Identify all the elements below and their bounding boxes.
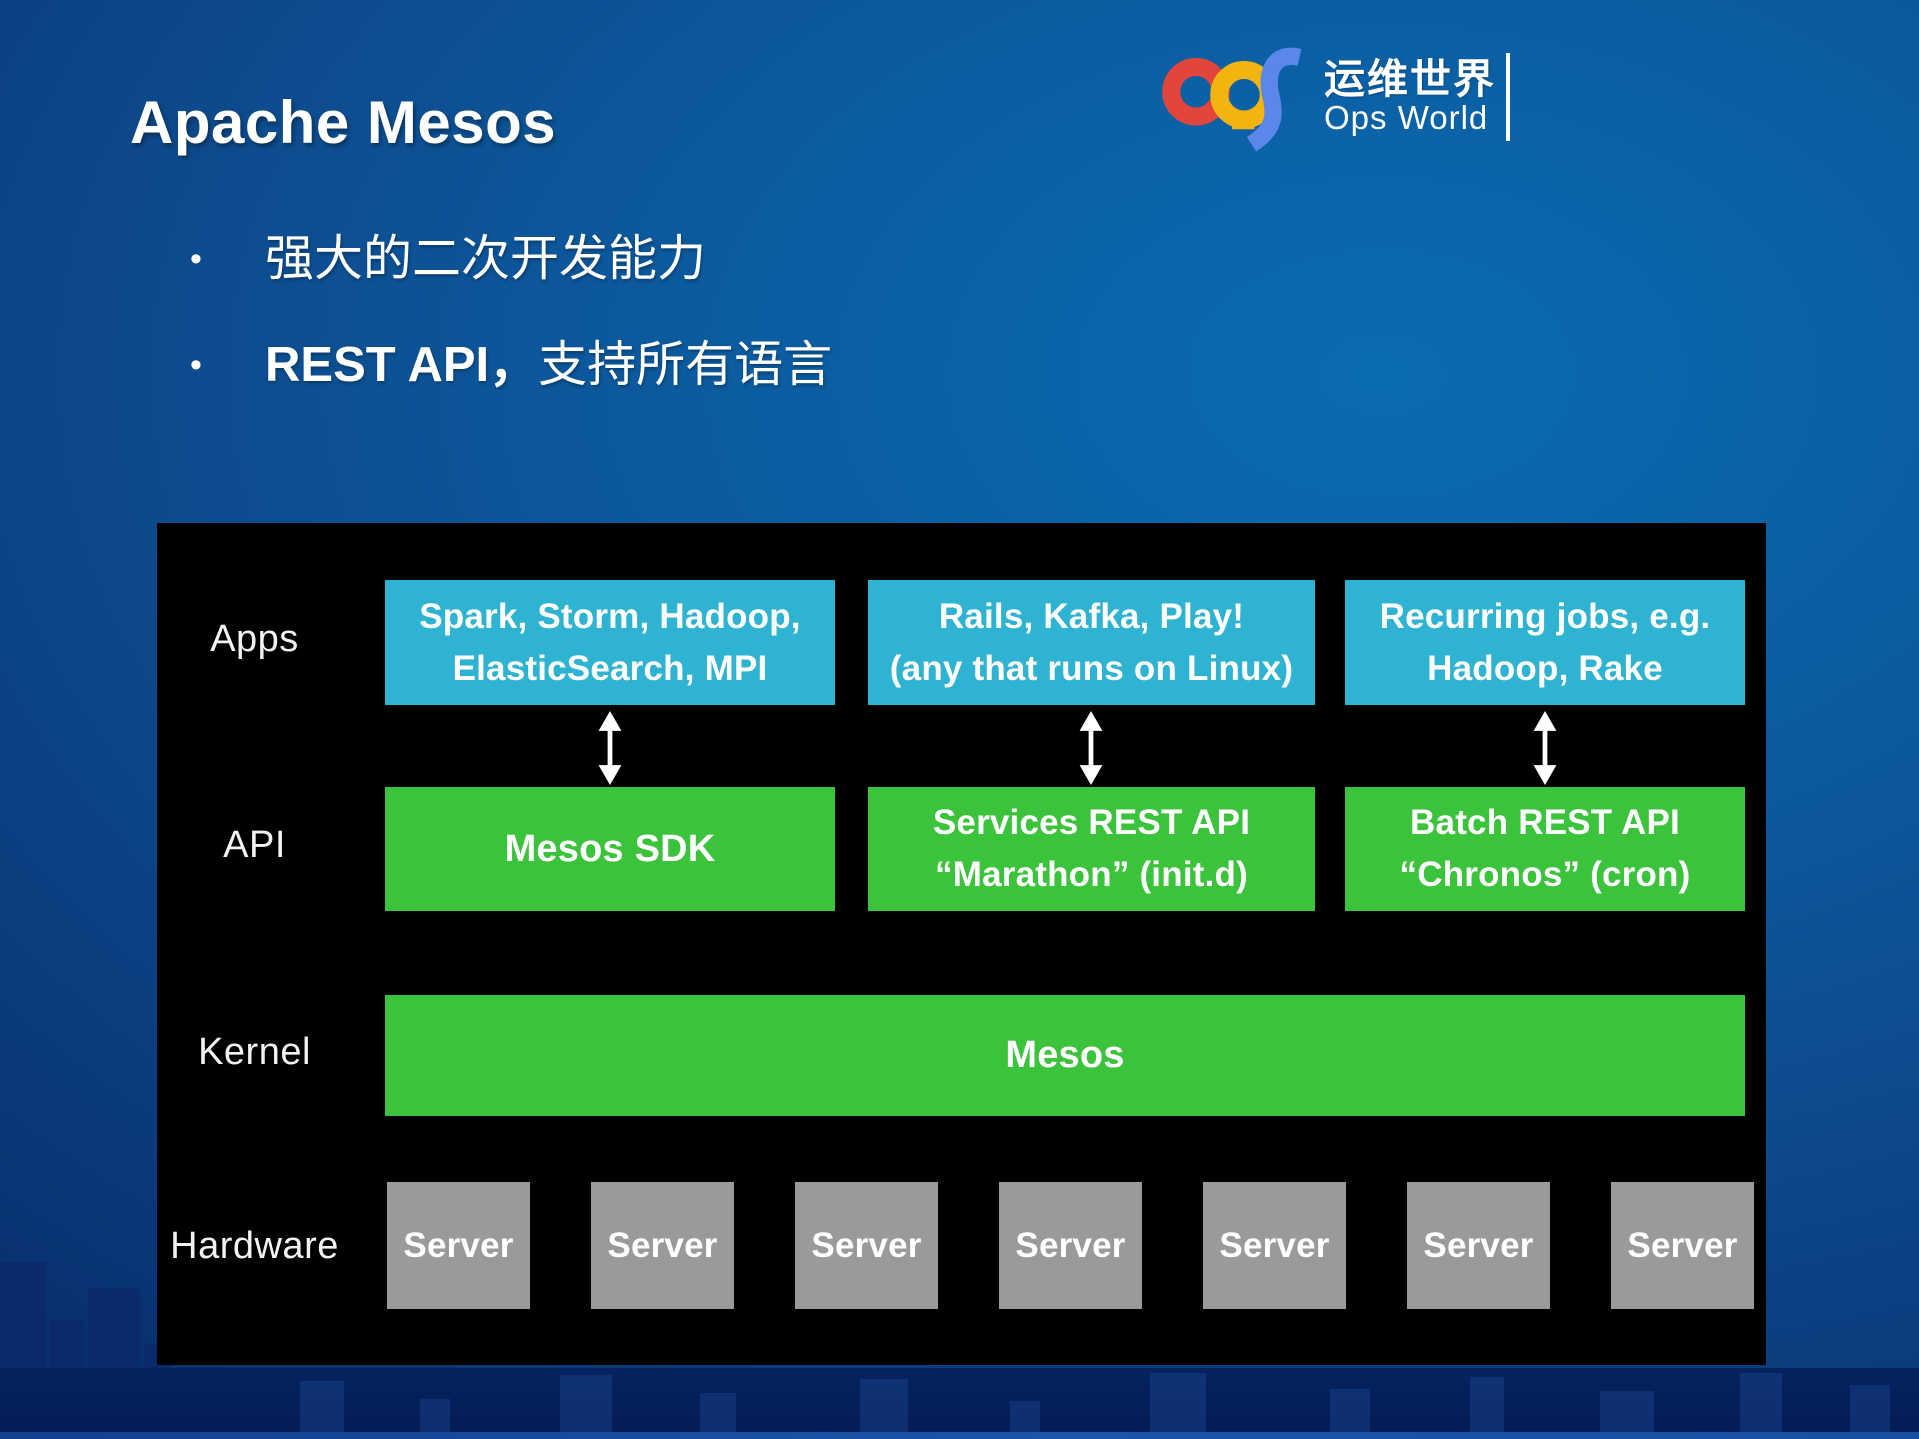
api-box-chronos: Batch REST API “Chronos” (cron) bbox=[1345, 787, 1745, 911]
api-box-line1: Mesos SDK bbox=[504, 827, 716, 870]
ops-world-logo: 运维世界 Ops World bbox=[1160, 38, 1510, 156]
apps-box-services: Rails, Kafka, Play! (any that runs on Li… bbox=[868, 580, 1315, 705]
api-box-line2: “Chronos” (cron) bbox=[1399, 855, 1691, 894]
row-label-apps: Apps bbox=[210, 618, 299, 660]
page-title: Apache Mesos bbox=[130, 89, 557, 156]
server-box: Server bbox=[1407, 1182, 1550, 1309]
logo-vertical-bar bbox=[1506, 53, 1510, 141]
api-box-marathon: Services REST API “Marathon” (init.d) bbox=[868, 787, 1315, 911]
server-label: Server bbox=[607, 1225, 718, 1265]
apps-box-line1: Spark, Storm, Hadoop, bbox=[419, 596, 801, 636]
apps-box-line2: (any that runs on Linux) bbox=[889, 648, 1294, 688]
server-box: Server bbox=[795, 1182, 938, 1309]
server-label: Server bbox=[403, 1225, 514, 1265]
bullet-text-cn: 支持所有语言 bbox=[538, 336, 833, 393]
bullet-text-latin: REST API， bbox=[265, 338, 539, 392]
bullet-text: 强大的二次开发能力 bbox=[265, 228, 706, 290]
bullet-marker: • bbox=[190, 240, 202, 278]
server-label: Server bbox=[811, 1225, 922, 1265]
up-down-arrow-icon bbox=[598, 710, 622, 786]
bullet-text-cn: 强大的二次开发能力 bbox=[265, 230, 707, 287]
logo-text: 运维世界 Ops World bbox=[1324, 58, 1496, 136]
mesos-architecture-diagram: Apps API Kernel Hardware Spark, Storm, H… bbox=[157, 523, 1766, 1365]
apps-box-frameworks: Spark, Storm, Hadoop, ElasticSearch, MPI bbox=[385, 580, 835, 705]
up-down-arrow-icon bbox=[1079, 710, 1103, 786]
apps-box-line1: Recurring jobs, e.g. bbox=[1379, 596, 1711, 636]
bullet-item: • REST API，支持所有语言 bbox=[190, 334, 832, 396]
server-label: Server bbox=[1015, 1225, 1126, 1265]
row-label-api: API bbox=[223, 824, 286, 866]
api-box-mesos-sdk: Mesos SDK bbox=[385, 787, 835, 911]
logo-text-cn: 运维世界 bbox=[1324, 56, 1496, 103]
api-box-line2: “Marathon” (init.d) bbox=[935, 855, 1248, 894]
bullet-marker: • bbox=[190, 346, 202, 384]
apps-box-line2: ElasticSearch, MPI bbox=[452, 648, 768, 688]
apps-box-line2: Hadoop, Rake bbox=[1427, 648, 1663, 688]
up-down-arrow-icon bbox=[1533, 710, 1557, 786]
row-label-hardware: Hardware bbox=[170, 1225, 339, 1267]
server-box: Server bbox=[1203, 1182, 1346, 1309]
bullet-item: • 强大的二次开发能力 bbox=[190, 228, 832, 290]
logo-text-en: Ops World bbox=[1324, 99, 1489, 137]
kernel-box-label: Mesos bbox=[1005, 1034, 1125, 1077]
bullet-list: • 强大的二次开发能力 • REST API，支持所有语言 bbox=[190, 228, 832, 440]
apps-box-line1: Rails, Kafka, Play! bbox=[938, 596, 1245, 636]
bullet-text: REST API，支持所有语言 bbox=[265, 334, 832, 396]
city-skyline-strip bbox=[0, 1368, 1919, 1439]
server-box: Server bbox=[999, 1182, 1142, 1309]
ops-logo-icon bbox=[1162, 47, 1302, 152]
api-box-line1: Batch REST API bbox=[1410, 803, 1680, 843]
apps-box-batch: Recurring jobs, e.g. Hadoop, Rake bbox=[1345, 580, 1745, 705]
server-label: Server bbox=[1423, 1225, 1534, 1265]
server-label: Server bbox=[1627, 1225, 1738, 1265]
server-box: Server bbox=[591, 1182, 734, 1309]
server-label: Server bbox=[1219, 1225, 1330, 1265]
bottom-accent-strip bbox=[0, 1432, 1919, 1439]
server-box: Server bbox=[1611, 1182, 1754, 1309]
api-box-line1: Services REST API bbox=[932, 803, 1251, 843]
server-box: Server bbox=[387, 1182, 530, 1309]
row-label-kernel: Kernel bbox=[198, 1031, 311, 1073]
kernel-box-mesos: Mesos bbox=[385, 995, 1745, 1116]
